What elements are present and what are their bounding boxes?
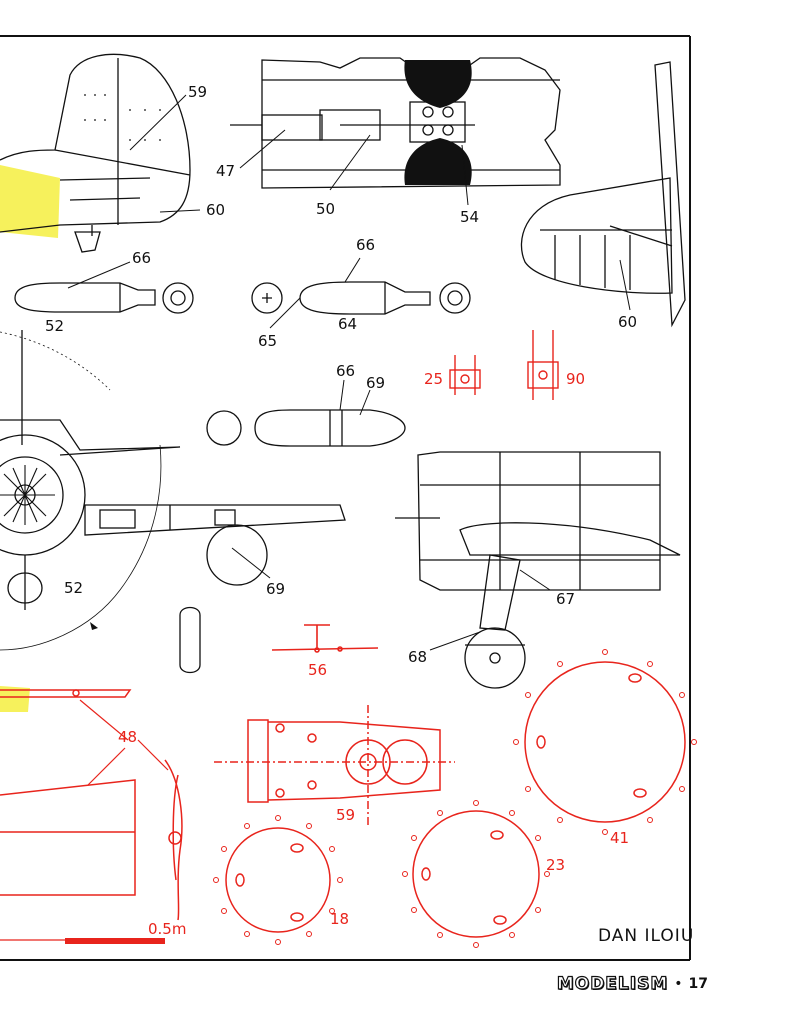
label-18: 18	[330, 910, 349, 928]
bomb-52-side	[14, 282, 194, 314]
red-panel-41	[524, 661, 686, 823]
label-47: 47	[216, 162, 235, 180]
landing-gear-side-view	[395, 451, 681, 689]
label-65: 65	[258, 332, 277, 350]
red-part-59-bracket	[214, 705, 455, 828]
tail-fin-rivets	[84, 94, 161, 141]
red-panel-23	[412, 810, 540, 938]
footer-bullet: •	[674, 976, 683, 992]
label-69-a: 69	[366, 374, 385, 392]
yellow-highlight-tail	[0, 165, 60, 238]
label-66-c: 66	[336, 362, 355, 380]
engine-cylinders	[0, 465, 55, 525]
yellow-highlight-wing	[0, 686, 30, 712]
label-69-b: 69	[266, 580, 285, 598]
label-68: 68	[408, 648, 427, 666]
red-panel-23-holes	[402, 800, 550, 948]
label-66-a: 66	[132, 249, 151, 267]
label-23: 23	[546, 856, 565, 874]
fuselage-underside-view	[230, 57, 561, 189]
label-60-tail: 60	[206, 201, 225, 219]
label-25: 25	[424, 370, 443, 388]
wheel-well-lower	[404, 138, 472, 185]
red-part-48-wing	[0, 689, 183, 921]
scale-label: 0.5m	[148, 920, 186, 938]
label-56: 56	[308, 661, 327, 679]
label-64: 64	[338, 315, 357, 333]
black-part-labels: 59 60 47 50 54 66 52 65 64 60 66 66 69 5…	[45, 83, 637, 666]
page-footer: MODELISM • 17	[556, 973, 708, 994]
red-gear-detail-90	[527, 330, 559, 400]
tailplane-top-view	[520, 61, 686, 328]
front-view-aircraft	[0, 330, 346, 674]
red-gear-detail-25	[449, 355, 481, 395]
red-panel-41-holes	[513, 649, 697, 835]
label-67: 67	[556, 590, 575, 608]
label-41: 41	[610, 829, 629, 847]
label-59-red: 59	[336, 806, 355, 824]
magazine-logo: MODELISM	[556, 973, 669, 994]
label-59: 59	[188, 83, 207, 101]
wheel-well-upper	[404, 60, 472, 108]
label-52-a: 52	[45, 317, 64, 335]
red-part-56	[271, 624, 379, 653]
label-66-b: 66	[356, 236, 375, 254]
red-part-labels: 25 90 56 48 59 41 23 18 0.5m	[118, 370, 629, 938]
author-signature: DAN ILOIU	[598, 926, 695, 946]
bomb-64-side	[251, 281, 471, 315]
page-frame	[0, 35, 691, 961]
label-90: 90	[566, 370, 585, 388]
page-number: 17	[688, 976, 708, 992]
label-52-b: 52	[64, 579, 83, 597]
red-panel-18	[225, 827, 331, 933]
tail-fin-side-view	[0, 53, 191, 253]
red-panel-18-holes	[213, 815, 343, 945]
bomb-69-side	[206, 409, 406, 447]
red-leader-lines	[79, 699, 169, 786]
label-48: 48	[118, 728, 137, 746]
arrow-marker	[90, 622, 98, 630]
label-60-right: 60	[618, 313, 637, 331]
label-54: 54	[460, 208, 479, 226]
label-50: 50	[316, 200, 335, 218]
leader-lines	[67, 94, 631, 651]
scale-bar	[65, 938, 165, 944]
